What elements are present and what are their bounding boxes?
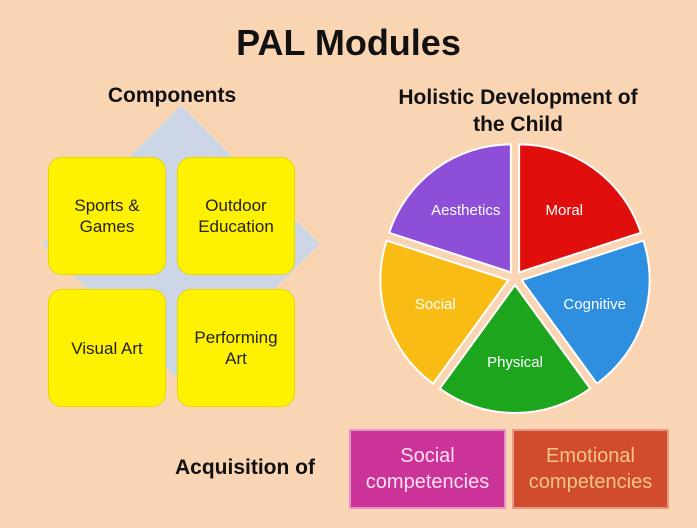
- pie-label-cognitive: Cognitive: [563, 296, 626, 313]
- component-box-sports-games: Sports & Games: [48, 157, 166, 275]
- page-title: PAL Modules: [236, 22, 461, 63]
- pie-slice-aesthetics: [387, 143, 512, 274]
- acquisition-label: Acquisition of: [175, 456, 315, 479]
- components-heading: Components: [107, 84, 237, 107]
- component-box-performing-art: Performing Art: [177, 289, 295, 407]
- pie-slice-moral: [518, 143, 643, 274]
- component-box-outdoor-education: Outdoor Education: [177, 157, 295, 275]
- holistic-heading: Holistic Development of the Child: [398, 86, 638, 136]
- pie-slice-cognitive: [520, 239, 651, 386]
- pie-label-aesthetics: Aesthetics: [431, 202, 500, 219]
- pie-slice-social: [379, 239, 510, 386]
- pie-slice-physical: [438, 283, 592, 414]
- emotional-competencies-box: Emotional competencies: [512, 429, 669, 509]
- social-competencies-box: Social competencies: [349, 429, 506, 509]
- pie-label-moral: Moral: [545, 202, 583, 219]
- component-box-visual-art: Visual Art: [48, 289, 166, 407]
- pie-label-physical: Physical: [487, 354, 543, 371]
- pie-label-social: Social: [415, 296, 456, 313]
